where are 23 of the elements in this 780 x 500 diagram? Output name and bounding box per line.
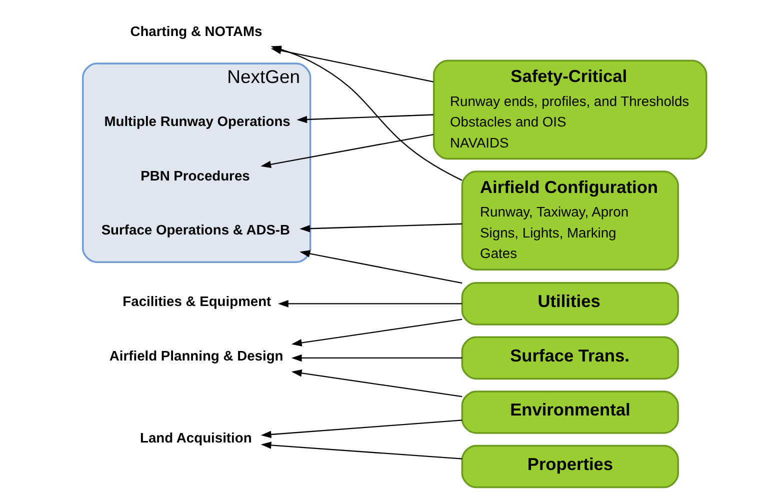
node-box: Safety-Critical Runway ends, profiles, and Thresholds Obstacles and OIS NAVAIDS	[433, 60, 708, 160]
node-box: Airfield Configuration Runway, Taxiway, Apron Signs, Lights, Marking Gates	[461, 170, 679, 270]
arrow	[260, 134, 434, 168]
node-text: Airfield Planning & Design	[109, 347, 284, 364]
node-text: Land Acquisition	[140, 429, 252, 446]
arrow	[260, 442, 462, 460]
node-box: Surface Trans.	[461, 336, 679, 380]
arrow	[300, 250, 462, 284]
node-box: Utilities	[461, 282, 679, 326]
arrow	[291, 370, 462, 398]
arrow	[291, 318, 462, 346]
node-text: Surface Operations & ADS-B	[101, 222, 290, 238]
arrow	[300, 223, 462, 232]
node-box: Properties	[461, 444, 679, 488]
node-text: Charting & NOTAMs	[130, 22, 262, 39]
node-text: Facilities & Equipment	[122, 293, 272, 310]
arrow	[260, 420, 462, 438]
node-text: PBN Procedures	[140, 167, 250, 184]
arrow	[278, 300, 462, 308]
arrow	[296, 114, 434, 124]
node-box: Environmental	[461, 390, 679, 434]
arrow	[291, 354, 462, 362]
node-text: Multiple Runway Operations	[104, 112, 290, 129]
